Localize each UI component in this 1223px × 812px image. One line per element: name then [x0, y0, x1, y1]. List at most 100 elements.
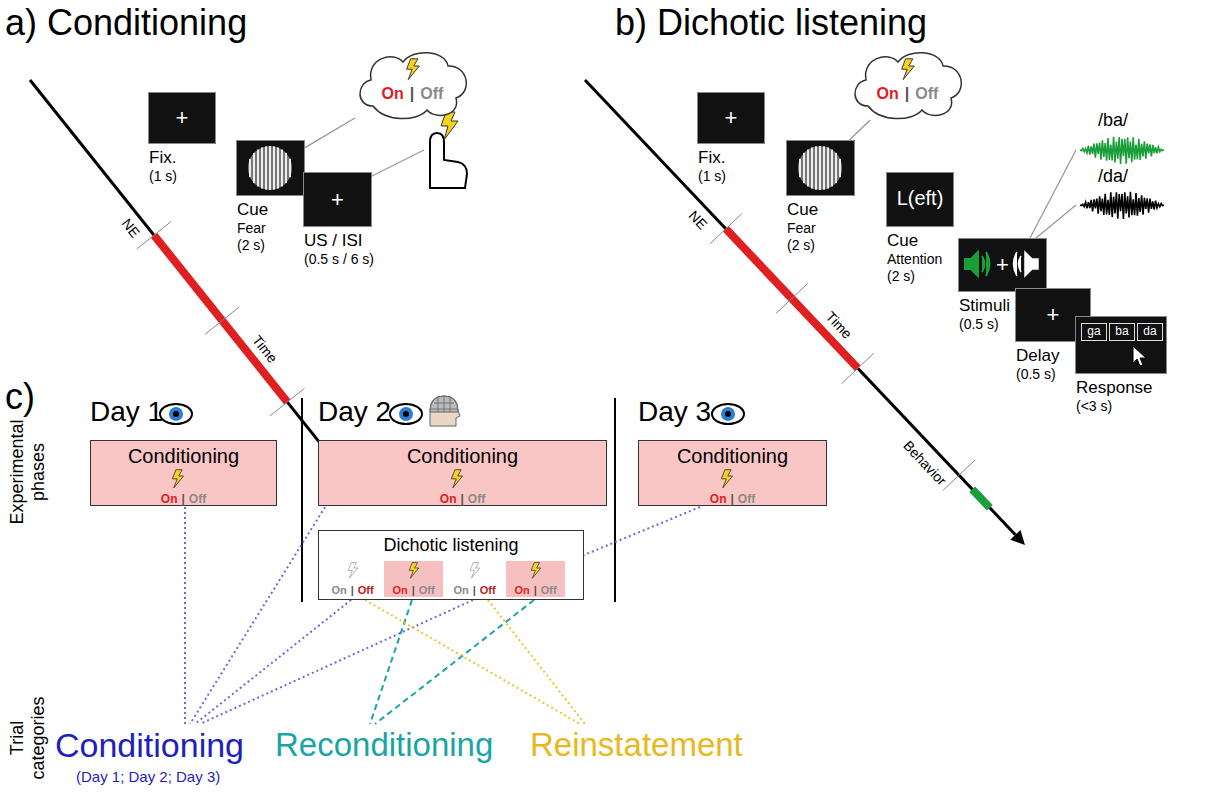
lightning-icon [408, 562, 420, 579]
lightning-icon [469, 562, 481, 579]
grating-stripe [285, 152, 287, 182]
trial-block: On|Off [323, 561, 382, 597]
screen: +US / ISI(0.5 s / 6 s) [303, 172, 372, 227]
on-off-row: On|Off [323, 580, 382, 598]
separator: | [730, 492, 733, 506]
speaker-right [1014, 252, 1039, 276]
off-label: Off [480, 584, 496, 596]
off-label: Off [738, 492, 755, 506]
panel-title: b) Dichotic listening [615, 2, 927, 44]
lightning-icon [900, 58, 916, 80]
row-label: Trial categories [7, 690, 48, 786]
trial-category-links [185, 507, 700, 724]
day-label: Day 2 [318, 396, 391, 428]
phase-name: Stimuli [959, 296, 1010, 316]
on-label: On [392, 584, 407, 596]
separator: | [181, 492, 184, 506]
waveforms [1080, 137, 1164, 219]
phase-title: Conditioning [91, 445, 276, 468]
sound-waveform [1080, 137, 1164, 164]
screen: L(eft)CueAttention(2 s) [886, 172, 954, 227]
on-label: On [453, 584, 468, 596]
screen: CueFear(2 s) [236, 140, 305, 196]
dichotic-box: Dichotic listeningOn|OffOn|OffOn|OffOn|O… [318, 530, 584, 600]
phase-box: ConditioningOn|Off [318, 440, 607, 506]
phase-name: Cue [887, 231, 918, 251]
phase-title: Conditioning [639, 445, 826, 468]
on-off-row: On|Off [384, 580, 443, 598]
phase-title: Dichotic listening [319, 535, 583, 556]
behavior-period [972, 489, 990, 508]
syllable-label: /ba/ [1098, 110, 1128, 131]
grating-stimulus [247, 145, 293, 191]
day-label: Day 1 [90, 396, 163, 428]
on-label: On [382, 85, 404, 103]
on-label: On [710, 492, 727, 506]
screen: Response(<3 s)gabada [1075, 316, 1167, 374]
screen: CueFear(2 s) [786, 140, 855, 196]
grating-stripe [839, 158, 841, 176]
phase-detail: (0.5 s) [959, 316, 999, 332]
off-label: Off [541, 584, 557, 596]
on-off-row: On|Off [850, 85, 965, 103]
lightning-shape [902, 59, 915, 80]
phase-name: Cue [237, 200, 268, 220]
lightning-icon [347, 562, 359, 579]
phase-detail: Fear [237, 220, 266, 236]
axis-label: Behavior [900, 437, 950, 488]
separator: | [473, 584, 476, 596]
phase-detail: (<3 s) [1076, 398, 1112, 414]
phase-name: US / ISI [304, 231, 363, 251]
thought-bubble: On|Off [355, 48, 470, 120]
trial-block: On|Off [384, 561, 443, 597]
on-label: On [440, 492, 457, 506]
category-detail: (Day 1; Day 2; Day 3) [76, 768, 220, 785]
row-label: Experimental phases [7, 416, 48, 528]
category-label: Reinstatement [530, 726, 743, 764]
phase-name: Response [1076, 378, 1153, 398]
grating-stripe [273, 146, 275, 189]
fixation-cross: + [959, 252, 1046, 278]
leader-line [1036, 205, 1076, 238]
leader-line [1030, 150, 1076, 238]
lightning-shape [470, 563, 480, 579]
separator: | [460, 492, 463, 506]
on-off-row: On| Off [639, 489, 826, 507]
grating-stripe [281, 149, 283, 186]
off-label: Off [189, 492, 206, 506]
on-off-row: On|Off [91, 489, 276, 507]
separator: | [410, 85, 414, 103]
phase-detail: (2 s) [787, 237, 815, 253]
on-off-row: On|Off [355, 85, 470, 103]
speaker-left [965, 252, 990, 276]
phase-detail: (1 s) [149, 168, 177, 184]
on-label: On [877, 85, 899, 103]
lightning-shape [451, 470, 462, 488]
grating-disc [248, 146, 292, 190]
eeg-head-icon [430, 396, 460, 426]
phase-name: Fix. [698, 148, 725, 168]
connector-line [305, 118, 355, 148]
axis-label: NE [686, 207, 711, 232]
phase-detail: (2 s) [887, 268, 915, 284]
grating-stripe [835, 152, 837, 182]
syllable-option: da [1138, 324, 1162, 338]
phase-detail: Attention [887, 251, 942, 267]
phase-box: ConditioningOn|Off [90, 440, 277, 506]
fear-period [154, 235, 287, 402]
lightning-icon [405, 58, 421, 80]
category-label: Conditioning [55, 726, 244, 765]
grating-stripe [823, 146, 825, 189]
screen: +Stimuli(0.5 s) [958, 238, 1047, 292]
time-tick [137, 221, 171, 248]
off-label: Off [419, 584, 435, 596]
phase-detail: Fear [787, 220, 816, 236]
phase-detail: (0.5 s / 6 s) [304, 251, 374, 267]
grating-stripe [257, 149, 259, 186]
time-tick [776, 283, 808, 313]
lightning-shape [348, 563, 358, 579]
cloud-shape [360, 53, 466, 119]
on-off-row: On | Off [445, 580, 504, 598]
grating-stripe [269, 146, 271, 190]
